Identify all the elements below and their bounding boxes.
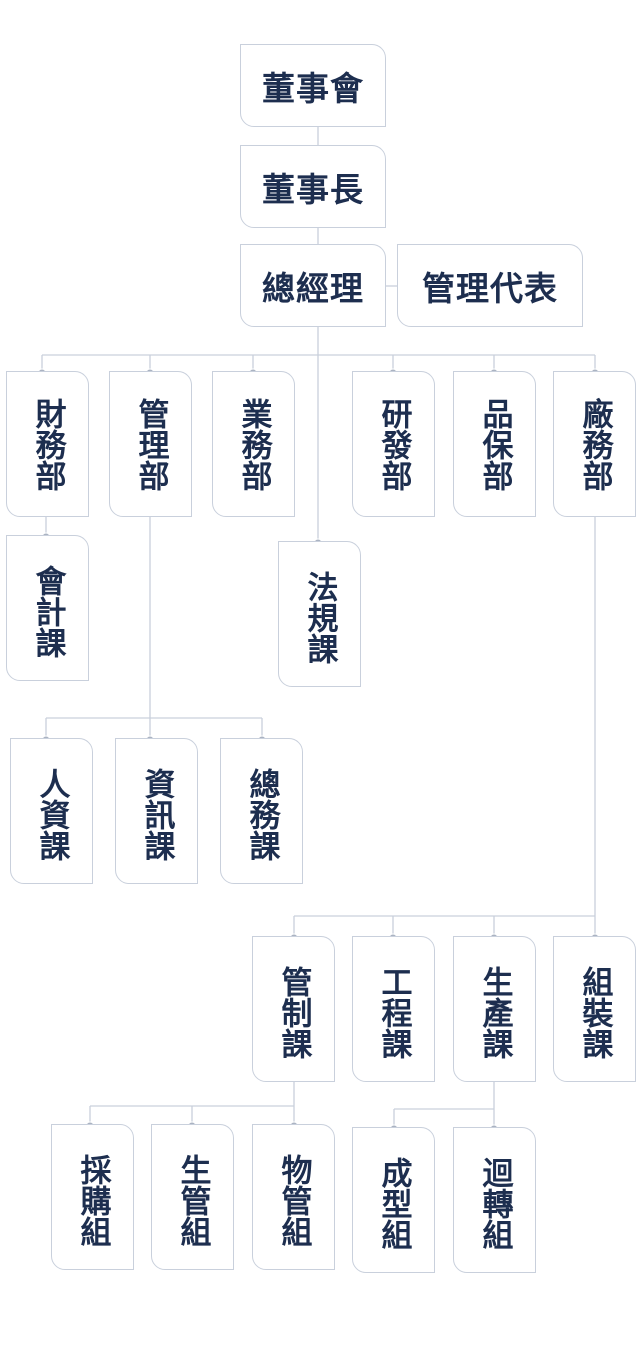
node-qa-dept: 品保部 bbox=[453, 371, 536, 517]
node-rnd-dept: 研發部 bbox=[352, 371, 435, 517]
node-purchasing-group: 採購組 bbox=[51, 1124, 134, 1270]
node-molding-group: 成型組 bbox=[352, 1127, 435, 1273]
node-sales-dept: 業務部 bbox=[212, 371, 295, 517]
node-general-manager: 總經理 bbox=[240, 244, 386, 327]
node-assembly-section: 組裝課 bbox=[553, 936, 636, 1082]
node-rotation-group: 迴轉組 bbox=[453, 1127, 536, 1273]
node-board: 董事會 bbox=[240, 44, 386, 127]
node-accounting-section: 會計課 bbox=[6, 535, 89, 681]
node-factory-dept: 廠務部 bbox=[553, 371, 636, 517]
node-general-affairs-section: 總務課 bbox=[220, 738, 303, 884]
node-production-section: 生產課 bbox=[453, 936, 536, 1082]
node-hr-section: 人資課 bbox=[10, 738, 93, 884]
node-material-management-group: 物管組 bbox=[252, 1124, 335, 1270]
node-engineering-section: 工程課 bbox=[352, 936, 435, 1082]
node-it-section: 資訊課 bbox=[115, 738, 198, 884]
node-production-control-section: 管制課 bbox=[252, 936, 335, 1082]
node-admin-dept: 管理部 bbox=[109, 371, 192, 517]
node-legal-section: 法規課 bbox=[278, 541, 361, 687]
node-production-management-group: 生管組 bbox=[151, 1124, 234, 1270]
node-finance-dept: 財務部 bbox=[6, 371, 89, 517]
node-management-representative: 管理代表 bbox=[397, 244, 583, 327]
node-chairman: 董事長 bbox=[240, 145, 386, 228]
